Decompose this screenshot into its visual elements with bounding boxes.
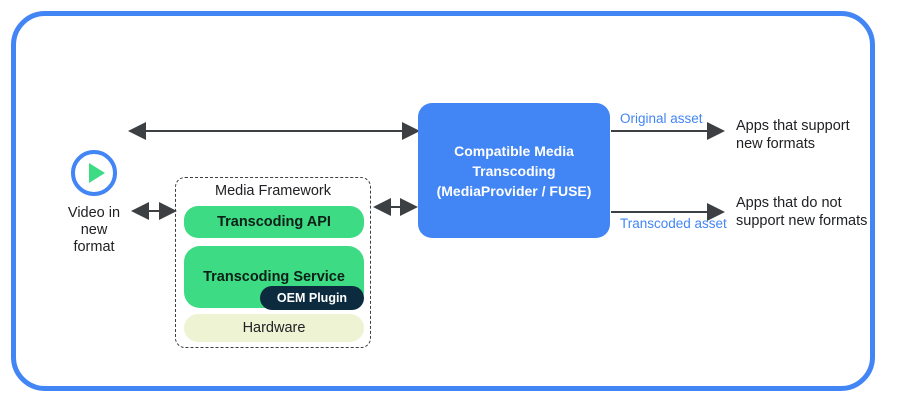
- play-triangle-icon: [88, 163, 105, 183]
- play-circle-icon: [71, 150, 117, 196]
- compatible-media-transcoding-node: Compatible Media Transcoding (MediaProvi…: [418, 103, 610, 238]
- media-framework-group: Media Framework Transcoding API Transcod…: [175, 177, 371, 348]
- arrow-original-asset: [611, 122, 725, 140]
- apps-supporting-formats-label: Apps that support new formats: [736, 118, 850, 152]
- video-source-node: Video in new format: [48, 150, 140, 256]
- transcoding-api-node: Transcoding API: [184, 206, 364, 238]
- apps-not-supporting-formats-label: Apps that do not support new formats: [736, 195, 868, 229]
- outer-frame-border: [11, 11, 875, 391]
- arrow-transcoded-asset: [611, 203, 725, 221]
- media-framework-title: Media Framework: [214, 183, 332, 199]
- arrow-video-to-framework: [131, 202, 177, 220]
- transcoded-asset-label: Transcoded asset: [620, 216, 727, 231]
- original-asset-label: Original asset: [620, 111, 703, 126]
- video-source-label: Video in new format: [67, 205, 121, 255]
- arrow-video-to-cmt: [128, 122, 420, 140]
- arrow-framework-to-cmt: [373, 198, 418, 216]
- oem-plugin-node: OEM Plugin: [260, 286, 364, 310]
- compatible-media-transcoding-label: Compatible Media Transcoding (MediaProvi…: [436, 142, 592, 199]
- hardware-node: Hardware: [184, 314, 364, 342]
